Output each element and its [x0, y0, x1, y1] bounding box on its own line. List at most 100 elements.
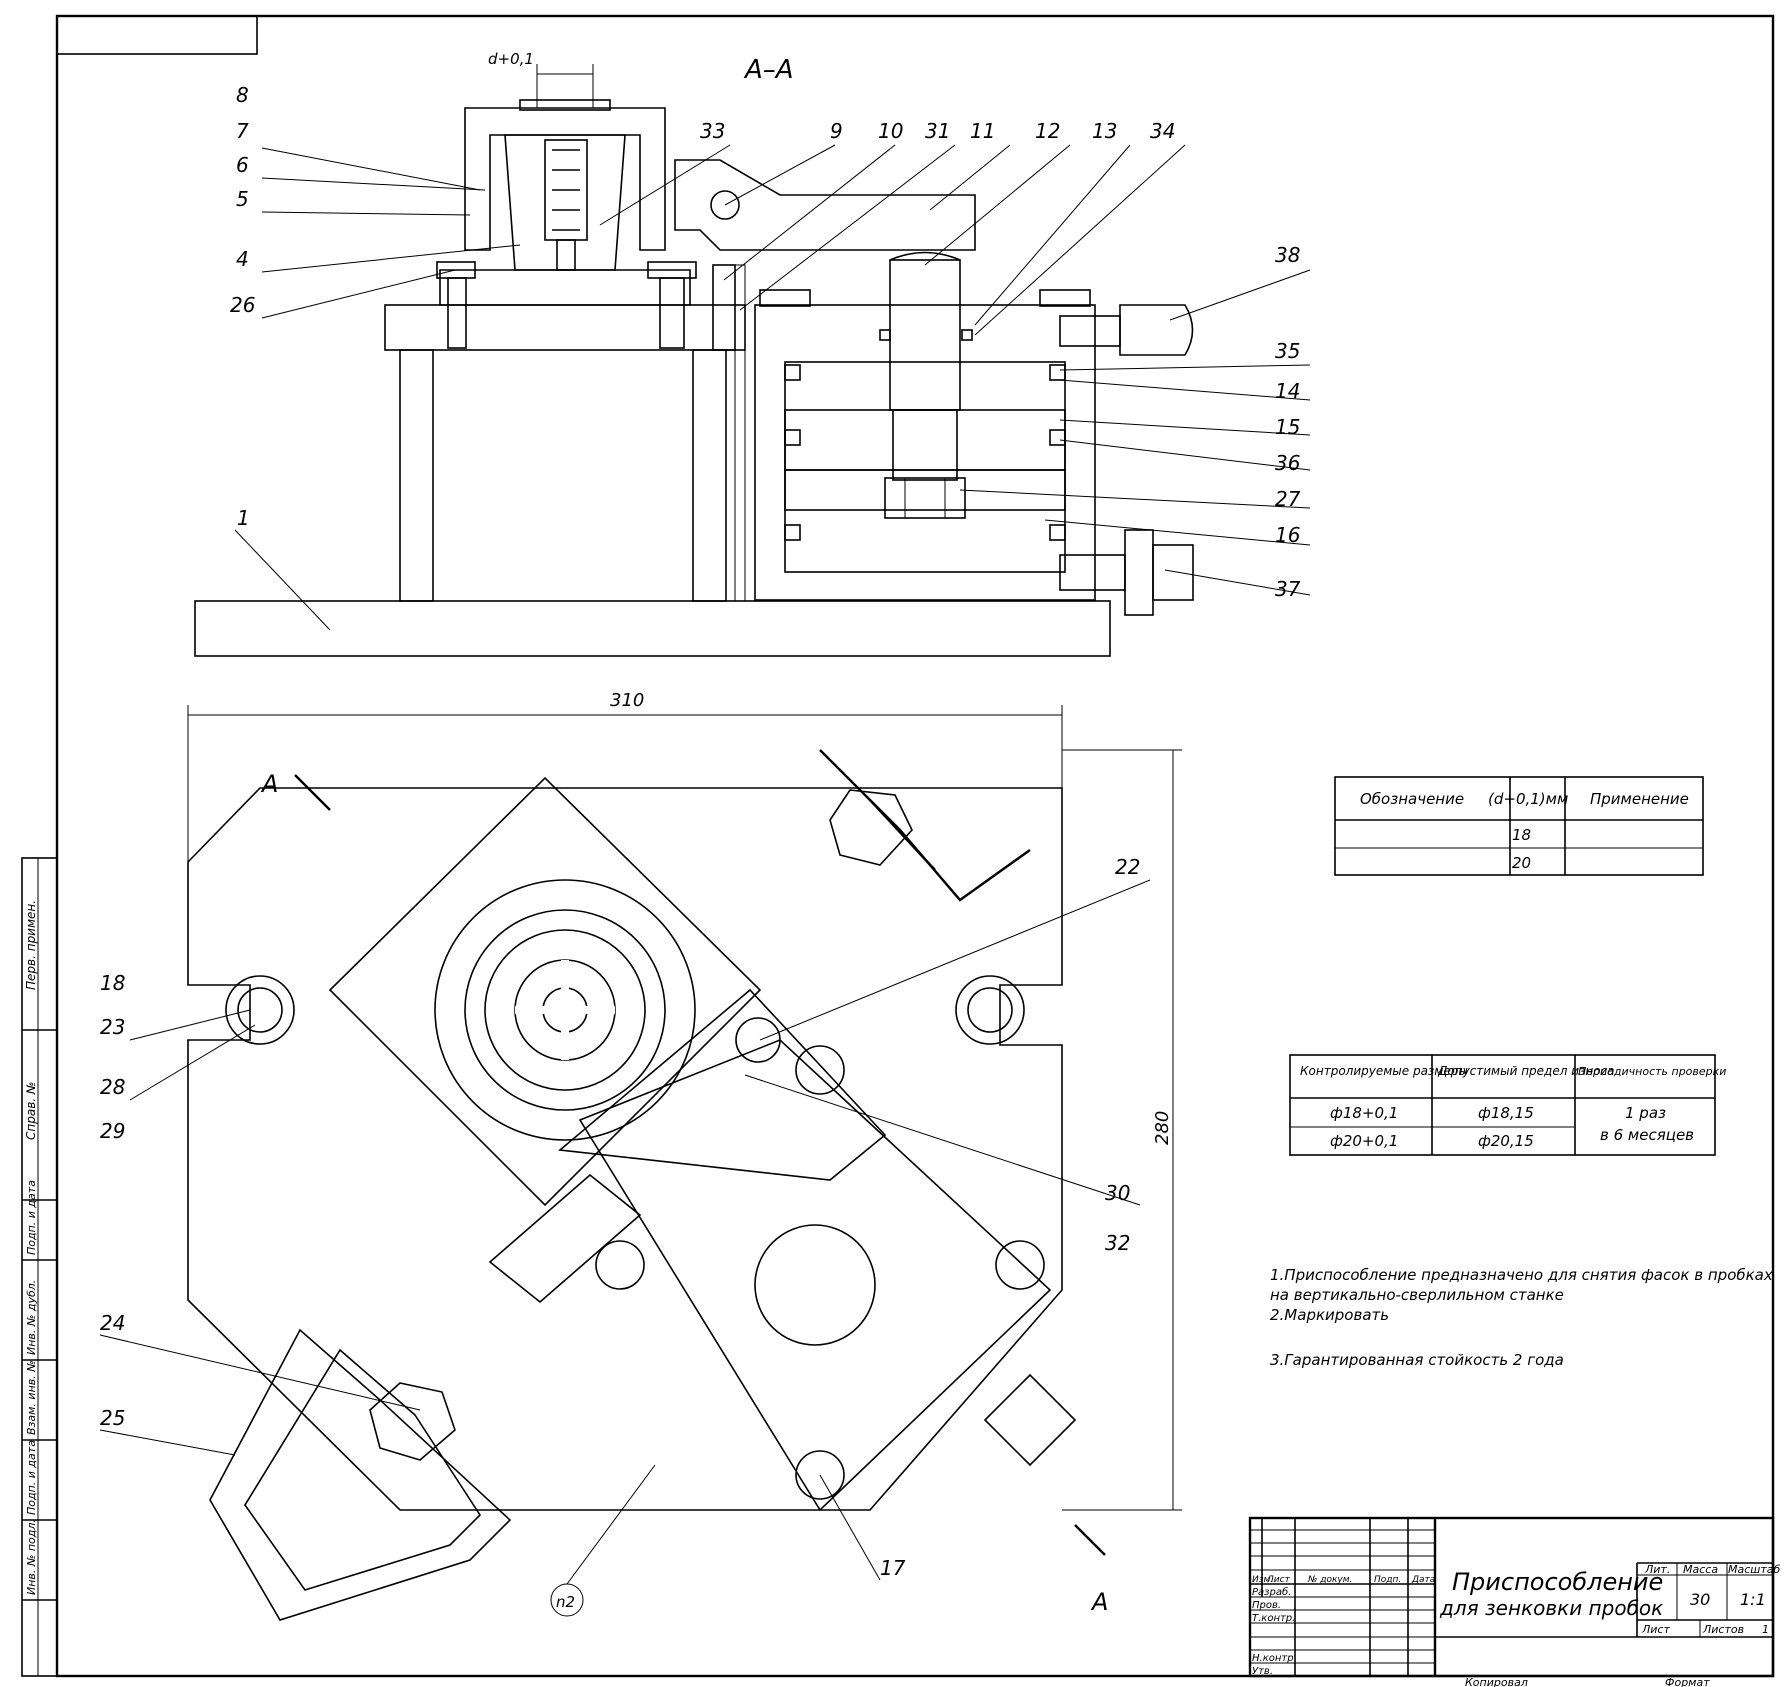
table-sizes: Обозначение (d+0,1)мм Применение 18 20 [1334, 776, 1704, 876]
tb-scale-value: 1:1 [1740, 1590, 1766, 1609]
table-sizes-cell-0-1: 18 [1512, 826, 1531, 844]
tb-format: Формат [1665, 1676, 1710, 1687]
tb-sheets-label: Листов [1702, 1623, 1744, 1636]
callout-24: 24 [100, 1311, 125, 1335]
callout-35: 35 [1275, 339, 1300, 363]
tb-sheet-label: Лист [1641, 1623, 1670, 1636]
callout-30: 30 [1105, 1181, 1130, 1205]
callout-28: 28 [100, 1075, 125, 1099]
callout-33: 33 [700, 119, 725, 143]
callout-31: 31 [925, 119, 950, 143]
tb-masshtab-label: Масштаб [1728, 1563, 1780, 1576]
tb-prov: Пров. [1252, 1600, 1281, 1611]
table-control-header-2: Периодичность проверки [1578, 1065, 1726, 1078]
table-sizes-cell-1-1: 20 [1512, 854, 1531, 872]
section-marker-bottom: А [1090, 1588, 1108, 1616]
table-control-header-1: Допустимый предел износа [1437, 1064, 1615, 1078]
stamp-perv-primen: Перв. примен. [24, 900, 38, 990]
stamp-inv-dubl: Инв. № дубл. [25, 1280, 38, 1355]
callout-9: 9 [830, 119, 843, 143]
callout-29: 29 [100, 1119, 125, 1143]
note-line-4: 3.Гарантированная стойкость 2 года [1270, 1351, 1564, 1369]
tb-list: Лист [1266, 1575, 1291, 1585]
callout-11: 11 [970, 119, 995, 143]
callout-5: 5 [236, 187, 249, 211]
table-control-cell-1-0: ф20+0,1 [1330, 1132, 1398, 1150]
callout-25: 25 [100, 1406, 125, 1430]
note-line-3: 2.Маркировать [1270, 1306, 1389, 1324]
dim-tolerance-top: d+0,1 [488, 50, 534, 68]
base-outline [187, 787, 1063, 1511]
tb-copied: Копировал [1465, 1676, 1528, 1687]
note-line-2: на вертикально-сверлильном станке [1270, 1286, 1564, 1304]
table-control-period-0: 1 раз [1625, 1104, 1666, 1122]
callout-26: 26 [230, 293, 255, 317]
callout-14: 14 [1275, 379, 1300, 403]
section-view: А–А d+0,1 [194, 50, 1311, 657]
bolts [225, 975, 1045, 1500]
callout-23: 23 [100, 1015, 125, 1039]
table-sizes-header-0: Обозначение [1360, 790, 1464, 808]
table-control-cell-0-1: ф18,15 [1478, 1104, 1534, 1122]
callout-32: 32 [1105, 1231, 1130, 1255]
tb-izm: Изм. [1252, 1575, 1273, 1585]
stamp-podp-data-1: Подп. и дата [25, 1180, 38, 1255]
table-control-cell-1-1: ф20,15 [1478, 1132, 1534, 1150]
callout-8: 8 [236, 83, 249, 107]
dim-width: 310 [610, 690, 644, 711]
callout-17: 17 [880, 1556, 906, 1580]
tb-title-2: для зенковки пробок [1439, 1596, 1663, 1620]
table-control: Контролируемые размеры Допустимый предел… [1289, 1054, 1726, 1156]
callouts-section: 8 7 6 5 4 26 33 9 10 31 11 12 13 34 38 3… [230, 83, 1301, 601]
callout-6: 6 [236, 153, 249, 177]
stamp-sprav: Справ. № [24, 1082, 38, 1140]
table-sizes-header-2: Применение [1590, 790, 1689, 808]
title-block: Изм. Лист № докум. Подп. Дата Разраб. Пр… [1248, 1516, 1780, 1687]
drawing-frame [21, 14, 1775, 1678]
tb-razrab: Разраб. [1252, 1586, 1291, 1598]
note-line-1: 1.Приспособление предназначено для сняти… [1270, 1266, 1773, 1284]
callout-4: 4 [236, 247, 249, 271]
tb-lit-label: Лит. [1644, 1563, 1670, 1576]
tb-title-1: Приспособление [1452, 1568, 1663, 1596]
callout-13: 13 [1092, 119, 1117, 143]
tb-massa-label: Масса [1683, 1563, 1718, 1576]
roughness-symbol: n2 [556, 1593, 575, 1611]
table-control-period-1: в 6 месяцев [1600, 1126, 1694, 1144]
callout-7: 7 [236, 119, 249, 143]
tb-nkontr: Н.контр. [1252, 1653, 1297, 1664]
callout-22: 22 [1115, 855, 1140, 879]
tb-utv: Утв. [1252, 1666, 1273, 1677]
tb-sheets-value: 1 [1762, 1623, 1769, 1636]
callout-37: 37 [1275, 577, 1301, 601]
tb-dokum: № докум. [1307, 1575, 1352, 1585]
base-plate [194, 600, 1111, 657]
callout-18: 18 [100, 971, 125, 995]
table-sizes-header-1: (d+0,1)мм [1488, 790, 1568, 808]
section-marker-top: А [260, 770, 278, 798]
callout-36: 36 [1275, 451, 1300, 475]
stamp-vzam-inv: Взам. инв. № [25, 1360, 38, 1435]
callout-38: 38 [1275, 243, 1300, 267]
callout-1: 1 [237, 506, 250, 530]
tb-data: Дата [1411, 1575, 1435, 1585]
tb-mass-value: 30 [1690, 1590, 1710, 1609]
callout-16: 16 [1275, 523, 1300, 547]
callout-15: 15 [1275, 415, 1300, 439]
table-control-header-0: Контролируемые размеры [1300, 1064, 1468, 1078]
stamp-podp-data-2: Подп. и дата [25, 1440, 38, 1515]
technical-notes: 1.Приспособление предназначено для сняти… [1270, 1266, 1773, 1369]
tb-tkontr: Т.контр. [1252, 1613, 1295, 1624]
dim-height: 280 [1152, 1111, 1173, 1145]
callout-12: 12 [1035, 119, 1060, 143]
callout-27: 27 [1275, 487, 1301, 511]
plan-view: 310 280 [99, 690, 1182, 1621]
callouts-plan: 22 18 23 28 29 30 32 24 25 17 [100, 855, 1140, 1580]
stamp-inv-podl: Инв. № подл. [25, 1519, 38, 1595]
tb-podp: Подп. [1374, 1575, 1401, 1585]
callout-34: 34 [1150, 119, 1175, 143]
table-control-cell-0-0: ф18+0,1 [1330, 1104, 1398, 1122]
callout-10: 10 [878, 119, 903, 143]
side-stamp-labels: Перв. примен. Справ. № Подп. и дата Инв.… [24, 900, 38, 1595]
